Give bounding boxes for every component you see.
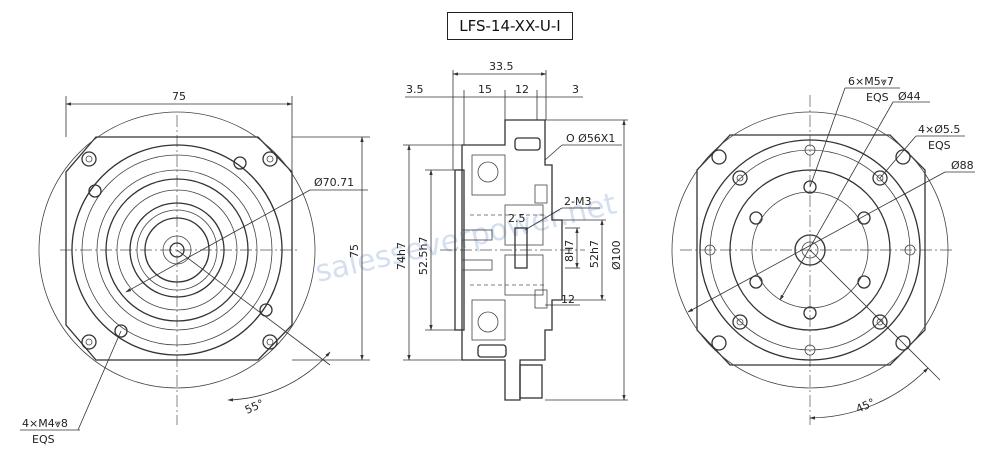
side-dim-3: 3	[572, 83, 579, 96]
side-dim-100: Ø100	[610, 240, 623, 270]
front-view: 75 75 Ø70.71 55° 4×M4⩔8 EQS	[20, 90, 370, 446]
rear-dim-44: Ø44	[898, 90, 921, 103]
front-holes-label: 4×M4⩔8	[22, 417, 68, 430]
front-holes-eqs: EQS	[32, 433, 55, 446]
rear-m5-holes	[749, 180, 871, 320]
rear-dim-55: 4×Ø5.5	[918, 123, 960, 136]
rear-dim-m5-eqs: EQS	[866, 91, 889, 104]
rear-corner-holes	[711, 149, 911, 351]
side-dim-2-5: 2.5	[508, 212, 526, 225]
rear-dim-angle: 45°	[854, 396, 877, 416]
side-dim-74h7: 74h7	[395, 242, 408, 270]
front-dim-height: 75	[348, 244, 361, 258]
side-dim-12-top: 12	[515, 83, 529, 96]
rear-mount-holes	[732, 170, 888, 330]
model-title: LFS-14-XX-U-I	[447, 12, 573, 40]
front-dim-pilot: Ø70.71	[314, 176, 354, 189]
rear-dim-88: Ø88	[951, 159, 974, 172]
rear-dim-m5: 6×M5⩔7	[848, 75, 894, 88]
side-dim-o-ring: O Ø56X1	[566, 132, 615, 145]
side-dim-total: 33.5	[489, 60, 514, 73]
front-dim-width: 75	[172, 90, 186, 103]
side-dim-2m3: 2-M3	[564, 195, 591, 208]
side-dim-12-bottom: 12	[561, 293, 575, 306]
front-dim-angle: 55°	[243, 397, 266, 417]
side-dim-52h7: 52h7	[588, 240, 601, 268]
rear-dim-55-eqs: EQS	[928, 139, 951, 152]
front-flange-outline	[65, 136, 293, 361]
side-dim-8h7: 8H7	[563, 240, 576, 262]
front-m4-holes	[88, 156, 273, 338]
rear-outer-circle	[699, 139, 921, 361]
side-dim-52-5h7: 52.5h7	[417, 237, 430, 275]
side-dim-15: 15	[478, 83, 492, 96]
rear-rim-holes	[704, 144, 916, 356]
front-corner-holes	[81, 151, 278, 350]
rear-view: 6×M5⩔7 EQS Ø44 4×Ø5.5 EQS Ø88 45°	[671, 75, 975, 425]
side-view: 33.5 3.5 15 12 3 O Ø56X1 2-M3 2.5 74h7 5…	[395, 60, 628, 401]
side-dim-3-5: 3.5	[406, 83, 424, 96]
front-pilot-circle	[71, 144, 283, 356]
